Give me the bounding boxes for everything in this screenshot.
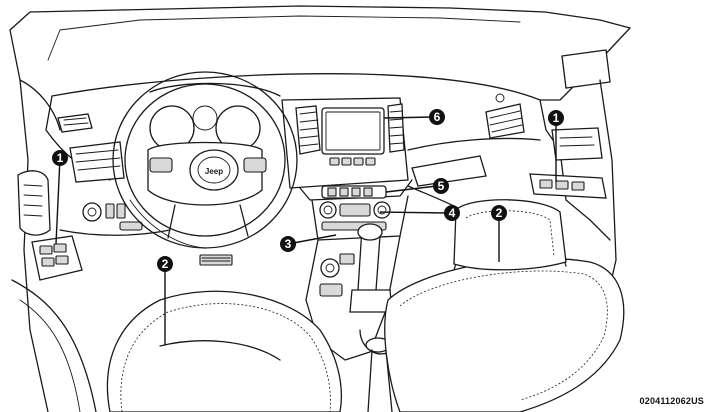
- center-vent-left: [295, 105, 321, 155]
- dashboard: [45, 95, 233, 266]
- callout-2-right: 2: [491, 205, 507, 221]
- svg-text:1: 1: [57, 151, 64, 165]
- callout-leaders: [55, 116, 557, 345]
- window-switch-2: [53, 243, 67, 253]
- window-switch-3: [41, 257, 55, 267]
- svg-text:2: 2: [162, 257, 169, 271]
- glovebox-handle: [411, 155, 487, 187]
- window-switch-1: [39, 245, 53, 255]
- climate-controls: [319, 185, 391, 231]
- jeep-badge: Jeep: [205, 167, 223, 176]
- passenger-seat: [384, 199, 625, 412]
- steering-wheel: Jeep: [112, 71, 298, 249]
- right-door: [529, 27, 631, 331]
- horn-pad: [189, 149, 239, 191]
- svg-text:3: 3: [285, 237, 292, 251]
- left-center-vent: [69, 141, 125, 183]
- driver-seat: [106, 290, 343, 412]
- instrument-cluster: [149, 82, 281, 151]
- temp-knob-left: [319, 201, 337, 219]
- center-stack: [281, 97, 413, 241]
- window-switch-4: [55, 255, 69, 265]
- callout-4: 4: [444, 205, 460, 221]
- right-center-vent: [485, 103, 525, 139]
- right-spoke-controls: [243, 157, 267, 173]
- callout-1-right: 1: [548, 110, 564, 126]
- left-door: [9, 29, 97, 412]
- left-spoke-controls: [149, 157, 173, 173]
- temp-knob-right: [373, 201, 391, 219]
- touchscreen-display: [321, 107, 385, 155]
- pedal: [199, 254, 233, 266]
- windshield-frame: [9, 5, 631, 101]
- center-console: [305, 223, 401, 412]
- headlamp-switch: [82, 202, 102, 222]
- center-vent-right: [387, 103, 405, 153]
- terrain-knob: [320, 258, 340, 278]
- svg-text:1: 1: [553, 111, 560, 125]
- passenger-seat-back: [453, 199, 567, 271]
- figure-id-label: 0204112062US: [639, 396, 704, 406]
- callout-2-left: 2: [157, 256, 173, 272]
- side-mirror: [561, 49, 611, 89]
- svg-text:2: 2: [496, 206, 503, 220]
- svg-text:6: 6: [434, 110, 441, 124]
- svg-text:5: 5: [438, 179, 445, 193]
- callout-6: 6: [429, 109, 445, 125]
- callout-1-left: 1: [52, 150, 68, 166]
- callout-3: 3: [280, 236, 296, 252]
- svg-text:4: 4: [449, 206, 456, 220]
- callout-5: 5: [433, 178, 449, 194]
